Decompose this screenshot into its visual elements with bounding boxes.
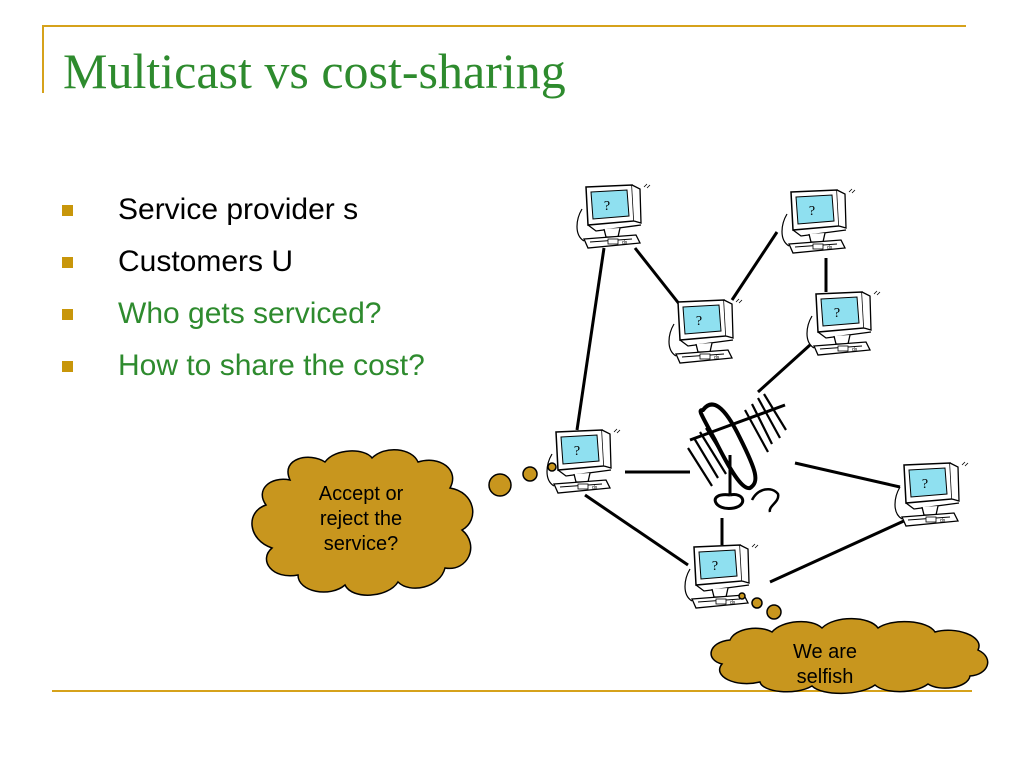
bullet-list: Service provider s Customers U Who gets … [62,188,425,396]
computer-icon: ? [546,428,621,494]
bullet-item: Customers U [62,240,425,292]
bullet-item: How to share the cost? [62,344,425,396]
bullet-square-icon [62,309,73,320]
top-rule [42,25,966,27]
bullet-item: Service provider s [62,188,425,240]
computer-icon: ? [668,298,743,364]
computer-question-label: ? [696,314,702,329]
computer-question-label: ? [809,204,815,219]
left-rule [42,25,44,93]
bubble-right-text: We are selfish [792,641,858,688]
computer-question-label: ? [922,477,928,492]
computer-icon: ? [781,188,856,254]
computer-question-label: ? [712,559,718,574]
slide-title: Multicast vs cost-sharing [63,43,566,99]
bullet-text: Service provider s [118,193,359,226]
computer-icon: ? [684,543,759,609]
bullet-text: Who gets serviced? [118,297,382,330]
network-links [575,231,907,584]
bullet-text: How to share the cost? [118,349,425,382]
bullet-square-icon [62,361,73,372]
bullet-text: Customers U [118,245,294,278]
computer-question-label: ? [604,199,610,214]
computer-icon: ? [576,183,651,249]
computer-question-label: ? [574,444,580,459]
computer-question-label: ? [834,306,840,321]
thought-bubble-left [251,449,557,596]
bullet-square-icon [62,257,73,268]
bullet-square-icon [62,205,73,216]
thought-bubble-right [710,592,989,695]
bottom-rule [52,690,972,692]
bullet-item: Who gets serviced? [62,292,425,344]
antenna-icon [687,393,787,513]
bubble-left-text: Accept or reject the service? [318,483,404,555]
computer-icon: ? [894,461,969,527]
computer-icon: ? [806,290,881,356]
